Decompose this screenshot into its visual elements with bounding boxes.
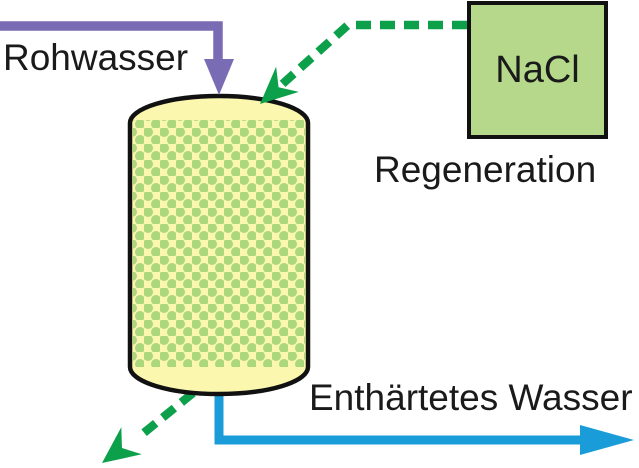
regeneration-inflow-arrow <box>260 20 467 104</box>
regeneration-label: Regeneration <box>374 149 597 190</box>
raw-water-label: Rohwasser <box>3 37 189 78</box>
salt-label: NaCl <box>495 48 580 91</box>
softened-water-arrow <box>214 388 634 455</box>
resin-bed <box>133 120 305 367</box>
raw-water-arrow <box>0 21 234 95</box>
ion-exchange-tank <box>127 93 311 397</box>
softened-water-label: Enthärtetes Wasser <box>309 377 633 418</box>
salt-box: NaCl <box>467 1 608 139</box>
regeneration-outflow-arrow <box>102 389 196 463</box>
